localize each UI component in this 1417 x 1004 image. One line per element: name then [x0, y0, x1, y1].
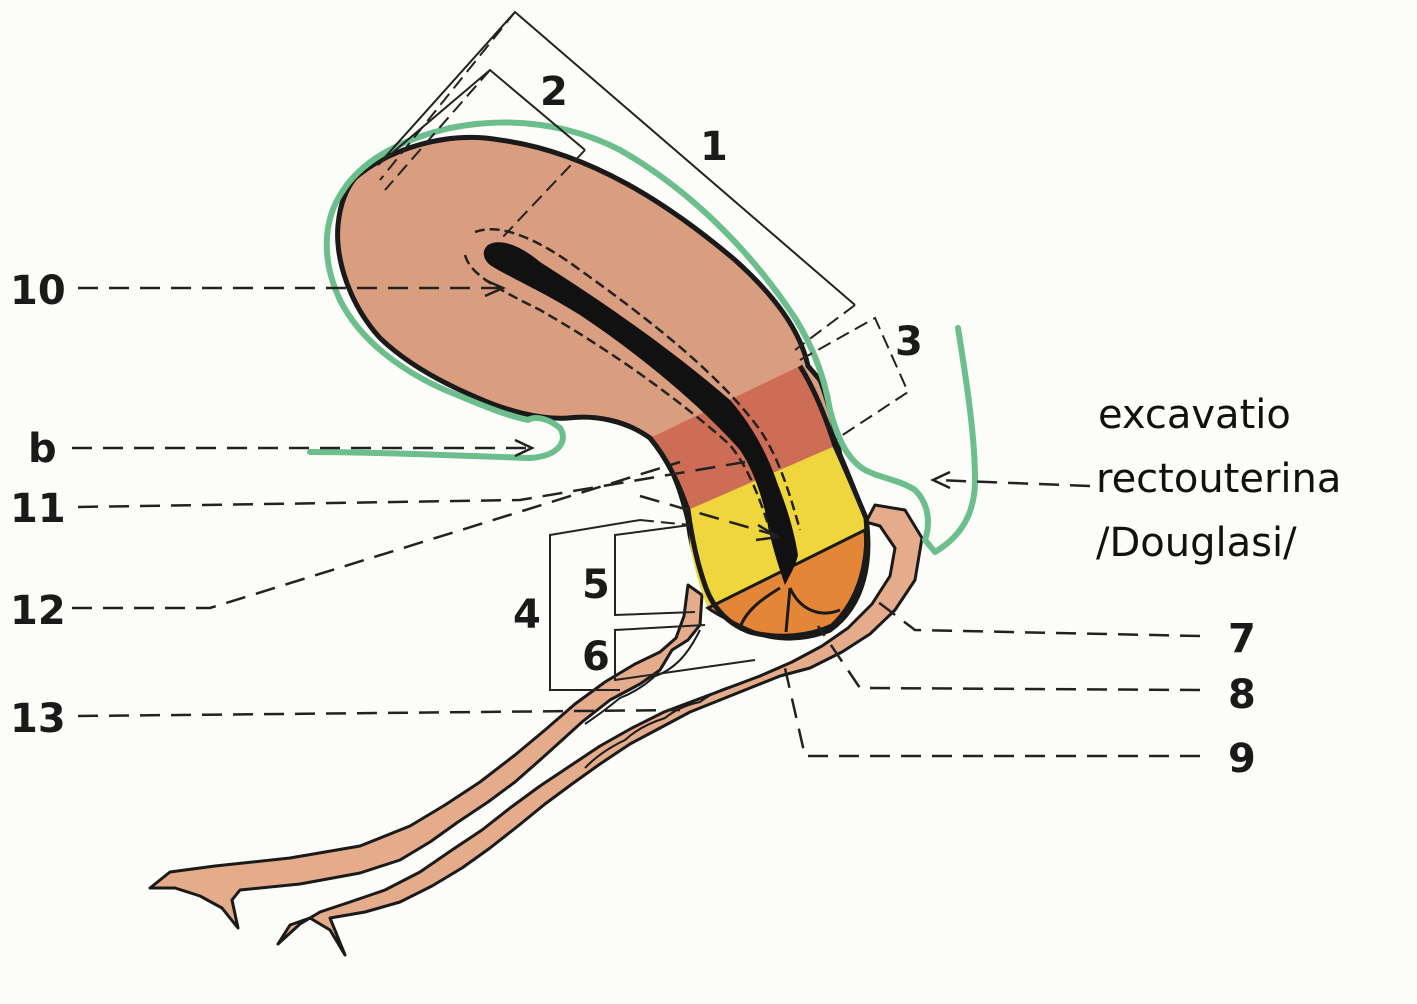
label-b: b	[28, 426, 57, 472]
leader-douglas	[935, 480, 1090, 486]
bracket-5-dashed	[640, 520, 690, 525]
label-13: 13	[10, 696, 66, 742]
leader-8	[818, 626, 1200, 690]
label-10: 10	[10, 268, 66, 314]
label-11: 11	[10, 486, 66, 532]
leader-9	[785, 668, 1200, 756]
label-4: 4	[513, 592, 541, 638]
bracket-5	[615, 525, 695, 615]
label-9: 9	[1228, 736, 1256, 782]
label-8: 8	[1228, 672, 1256, 718]
term-line-1: excavatio	[1098, 392, 1291, 438]
label-3: 3	[895, 319, 923, 365]
label-7: 7	[1228, 616, 1256, 662]
label-1: 1	[700, 124, 728, 170]
label-2: 2	[540, 69, 568, 115]
leader-11	[78, 462, 745, 507]
leader-7	[878, 602, 1200, 636]
label-6: 6	[582, 634, 610, 680]
term-line-3: /Douglasi/	[1096, 520, 1297, 566]
label-12: 12	[10, 588, 66, 634]
term-line-2: rectouterina	[1096, 456, 1341, 502]
label-5: 5	[582, 562, 610, 608]
